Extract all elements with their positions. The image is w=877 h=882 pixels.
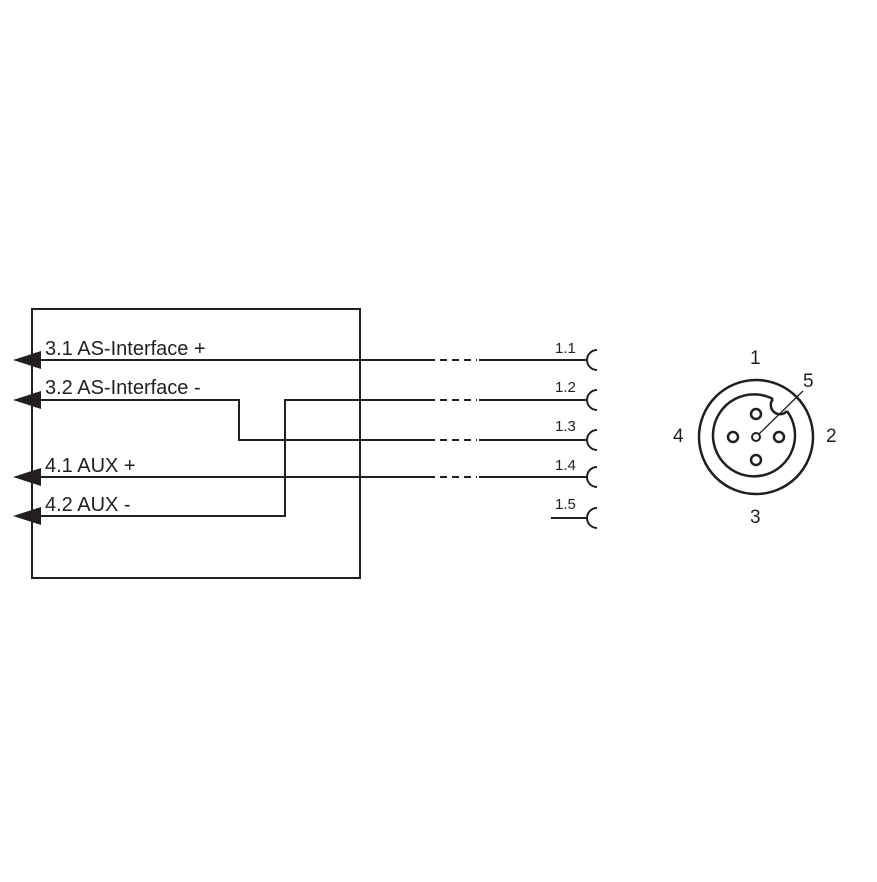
pin-label-1-3: 1.3 — [555, 418, 576, 435]
arrow-3-1-icon — [13, 351, 41, 369]
connector-number-5: 5 — [803, 371, 814, 392]
socket-1-1 — [586, 349, 598, 371]
connector-pin-4 — [726, 430, 740, 444]
arrow-4-2-icon — [13, 507, 41, 525]
arrow-3-2-icon — [13, 391, 41, 409]
socket-1-4 — [586, 466, 598, 488]
connector-number-4: 4 — [673, 426, 684, 447]
connector-pin-2 — [772, 430, 786, 444]
arrow-4-1-icon — [13, 468, 41, 486]
wire-3-2 — [41, 399, 586, 441]
connector-face — [697, 378, 815, 496]
pin-5-leader — [758, 390, 804, 435]
pin-label-1-1: 1.1 — [555, 340, 576, 357]
wire-4-2 — [41, 399, 586, 517]
pin-label-1-5: 1.5 — [555, 496, 576, 513]
connector-number-3: 3 — [750, 507, 761, 528]
signal-label-4-1: 4.1 AUX + — [45, 455, 136, 477]
arrowheads — [13, 351, 41, 525]
connector-pin-1 — [749, 407, 763, 421]
connector-pin-3 — [749, 453, 763, 467]
pin-label-1-2: 1.2 — [555, 379, 576, 396]
socket-1-3 — [586, 429, 598, 451]
signal-label-3-2: 3.2 AS-Interface - — [45, 377, 201, 399]
device-box — [31, 308, 361, 579]
socket-1-2 — [586, 389, 598, 411]
connector-number-1: 1 — [750, 348, 761, 369]
pin-label-1-4: 1.4 — [555, 457, 576, 474]
signal-label-3-1: 3.1 AS-Interface + — [45, 338, 206, 360]
connector-number-2: 2 — [826, 426, 837, 447]
socket-1-5 — [586, 507, 598, 529]
connector-pin-5 — [751, 432, 761, 442]
signal-label-4-2: 4.2 AUX - — [45, 494, 131, 516]
